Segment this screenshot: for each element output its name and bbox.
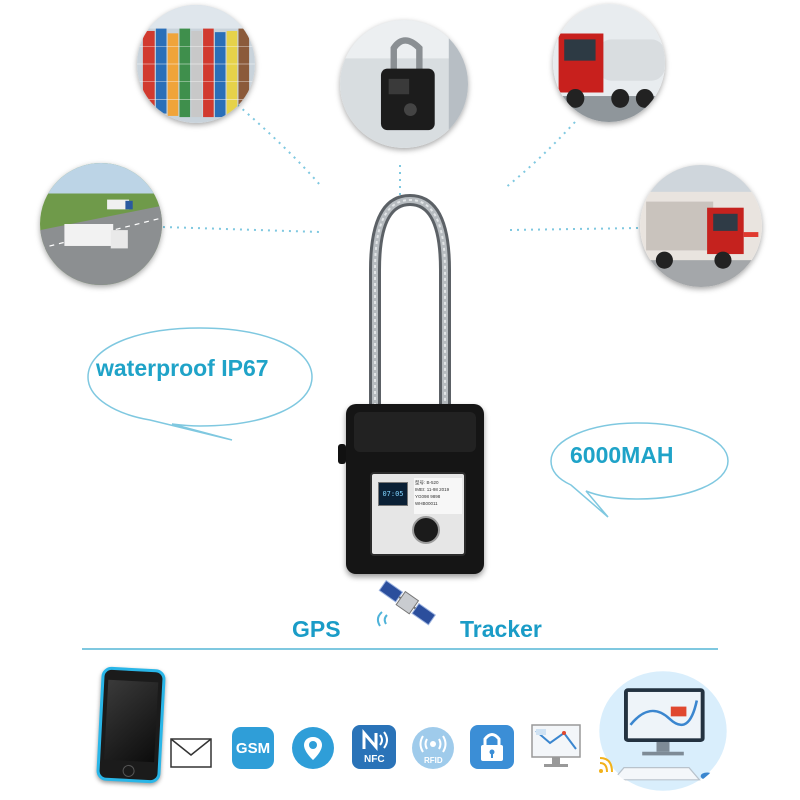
lock-screen-time: 07:05 [382,490,404,498]
lock-on-door-photo [340,20,468,148]
nfc-icon: NFC [352,725,396,769]
monitor-map-icon [531,724,581,767]
location-pin-icon [292,727,334,769]
nfc-icon-label: NFC [364,754,385,765]
rfid-icon-label: RFID [424,756,443,765]
lock-screen: 07:05 [378,482,408,506]
wifi-signal-icon [599,757,613,773]
smartphone-image [96,666,166,784]
satellite-icon [376,579,437,627]
container-yard-photo [137,5,255,123]
padlock-icon [470,725,514,769]
cable-shackle [369,193,451,412]
smartphone-home-button [122,764,135,778]
tracker-label: Tracker [460,616,542,642]
highway-truck-photo [40,163,162,285]
battery-label: 6000MAH [570,442,674,468]
waterproof-label: waterproof IP67 [96,355,269,381]
gsm-icon: GSM [232,727,274,769]
envelope-icon [170,738,212,768]
sticker-line: WHB00011 [415,501,438,506]
divider-line [82,648,718,650]
gsm-icon-label: GSM [235,739,271,757]
cargo-truck-photo [640,165,762,287]
fingerprint-button[interactable] [412,516,440,544]
computer-dashboard-image [598,670,728,792]
lock-body-top-ridge [354,412,476,452]
tanker-truck-photo [553,4,665,122]
sticker-line: IMEI: 11-98 2019 [415,487,450,492]
lock-body: 07:05 型号: B-520 IMEI: 11-98 2019 YG098 9… [338,404,484,574]
gps-label: GPS [292,616,341,642]
rfid-icon: RFID [412,727,454,769]
lock-side-tab [338,444,346,464]
waterproof-bubble [87,327,313,441]
sticker-line: YG098 9898 [415,494,441,499]
sticker-line: 型号: B-520 [415,480,439,485]
battery-bubble [550,422,729,518]
smartphone-screen [104,679,159,763]
lock-face-panel: 07:05 型号: B-520 IMEI: 11-98 2019 YG098 9… [370,472,466,556]
lock-sticker: 型号: B-520 IMEI: 11-98 2019 YG098 9898 WH… [414,478,462,514]
